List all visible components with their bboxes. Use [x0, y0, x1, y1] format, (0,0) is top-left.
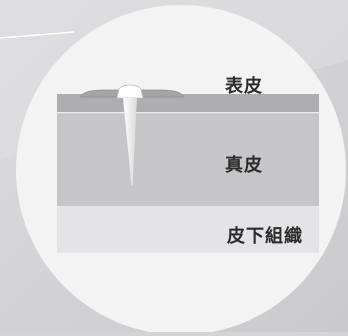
pointer-line [0, 31, 75, 39]
subcutaneous-layer [57, 206, 319, 253]
epidermis-layer [57, 94, 319, 112]
needle-head [116, 84, 144, 99]
dermis-layer [57, 113, 319, 206]
dermis-label: 真皮 [225, 155, 263, 176]
subcutaneous-label: 皮下組織 [227, 226, 303, 247]
epidermis-label: 表皮 [225, 76, 263, 97]
microneedle [123, 98, 137, 186]
